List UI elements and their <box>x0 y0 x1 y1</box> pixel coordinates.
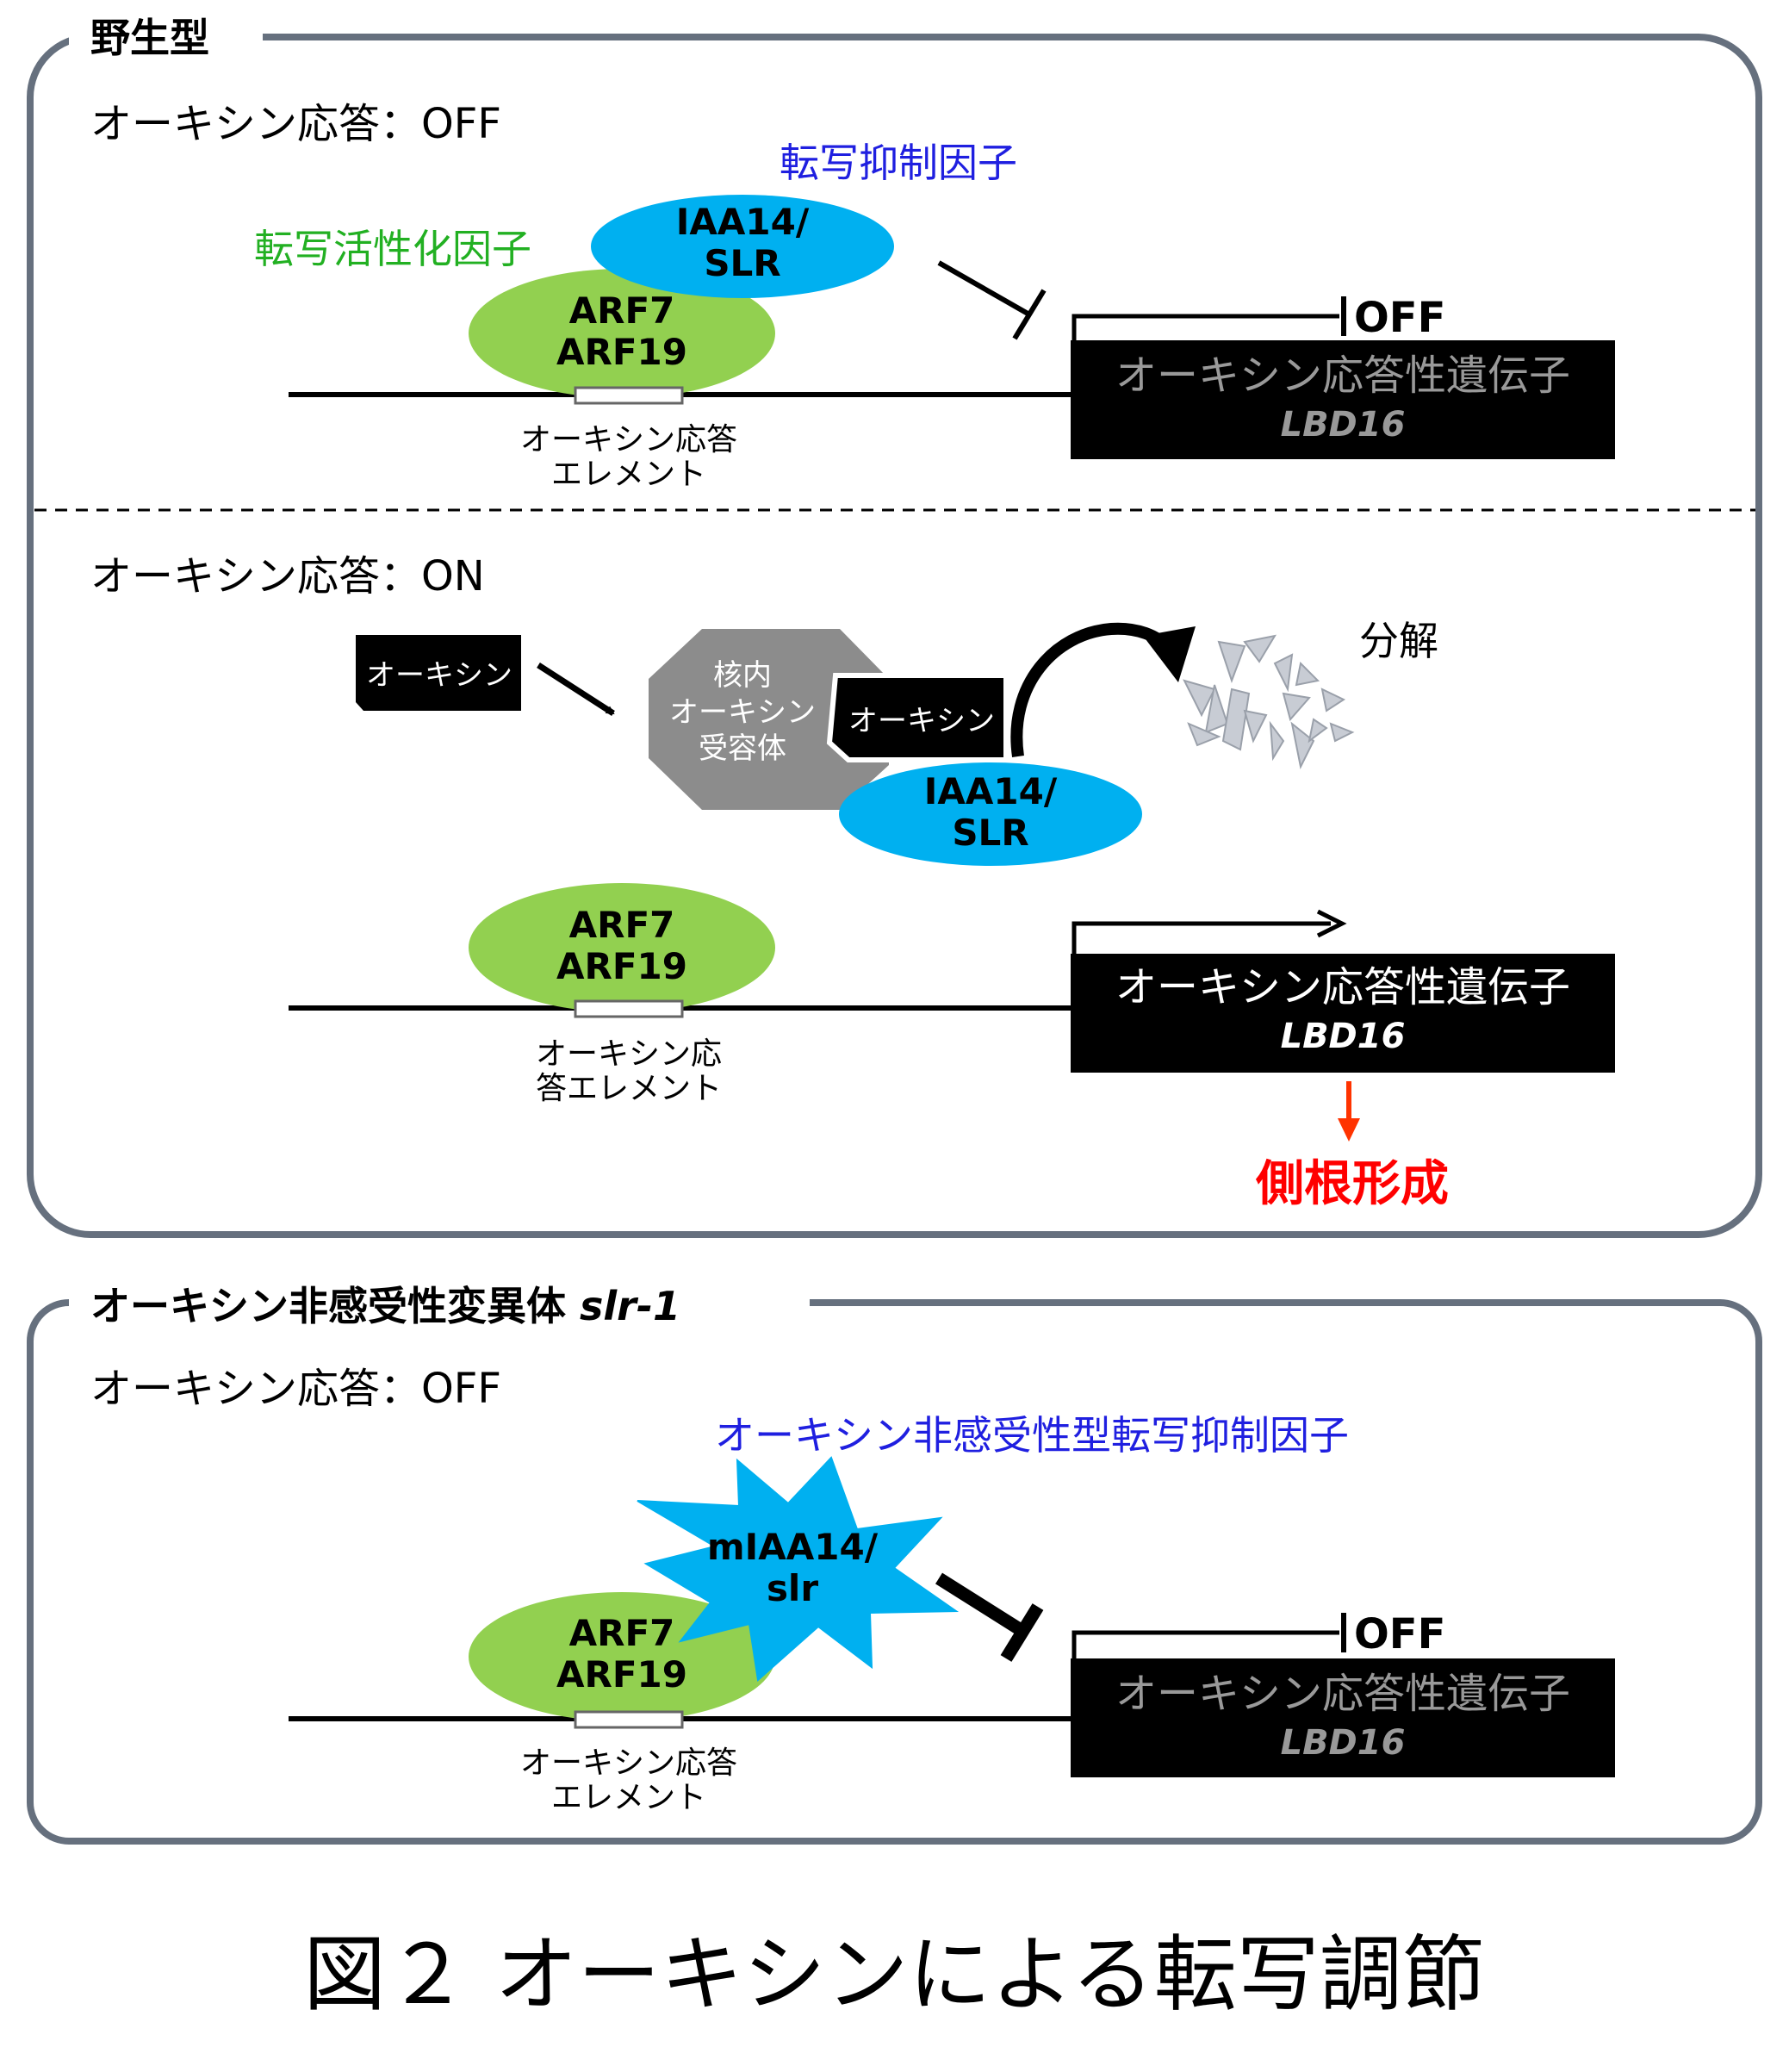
fragments <box>1183 634 1355 770</box>
iaa14-on-label-1: IAA14/ <box>924 770 1058 812</box>
mutant-promoter-off-label: OFF <box>1354 1610 1445 1658</box>
response-element-on <box>574 999 684 1018</box>
off-status-label: オーキシン応答：OFF <box>90 100 501 148</box>
nuclear-receptor <box>649 629 889 810</box>
mutant-element-caption-1: オーキシン応答 <box>520 1745 737 1781</box>
mutant-promoter-line <box>1072 1630 1339 1658</box>
mutant-gene-box <box>1071 1658 1615 1777</box>
mutant-panel-border <box>27 1299 1762 1845</box>
receptor-label-1: 核内 <box>713 658 772 693</box>
mutant-gene-name: オーキシン応答性遺伝子 <box>1115 1670 1570 1718</box>
promoter-off-label: OFF <box>1354 294 1445 342</box>
mutant-element-caption-2: エレメント <box>551 1780 706 1815</box>
promoter-line <box>1072 314 1339 340</box>
degradation-arrowhead <box>1143 626 1196 682</box>
response-element <box>574 386 684 405</box>
element-caption-1: オーキシン応答 <box>520 422 737 457</box>
gene-id: LBD16 <box>1281 405 1406 445</box>
mutant-panel: オーキシン非感受性変異体 slr-1 オーキシン応答：OFF オーキシン非感受性… <box>27 1273 1762 1845</box>
arf-on-label-1: ARF7 <box>569 904 675 946</box>
mutant-arf-label-2: ARF19 <box>556 1653 687 1696</box>
mutant-repressor-label-2: slr <box>767 1567 818 1609</box>
degradation-label: 分解 <box>1359 618 1438 664</box>
arf-activator <box>469 269 775 398</box>
wildtype-panel-border <box>27 34 1762 1238</box>
receptor-label-3: 受容体 <box>699 731 786 766</box>
mutant-arf-label-1: ARF7 <box>569 1612 675 1654</box>
arf-label-2: ARF19 <box>556 331 687 373</box>
degradation-arrow <box>1010 622 1172 757</box>
inhibition-bar <box>1012 289 1047 340</box>
outcome-label: 側根形成 <box>1255 1156 1449 1212</box>
mutant-title-gap <box>69 1273 810 1334</box>
iaa14-repressor <box>591 195 894 298</box>
iaa14-label-2: SLR <box>704 242 780 284</box>
mutant-inhibition-bar <box>1000 1603 1044 1662</box>
mutant-repressor-label-1: mIAA14/ <box>707 1526 879 1568</box>
mutant-inhibition-line <box>935 1572 1028 1639</box>
mutant-repressor-star <box>637 1456 960 1682</box>
on-status-label: オーキシン応答：ON <box>90 552 485 600</box>
element-caption-2: エレメント <box>551 457 706 492</box>
gene-box-on <box>1071 954 1615 1073</box>
bound-auxin-tag <box>826 673 1009 762</box>
repressor-caption: 転写抑制因子 <box>780 140 1017 186</box>
arf-label-1: ARF7 <box>569 289 675 332</box>
promoter-arrowhead <box>1316 909 1347 938</box>
element-on-caption-2: 答エレメント <box>536 1071 722 1106</box>
title-gap <box>69 9 263 69</box>
figure-caption: 図２ オーキシンによる転写調節 <box>303 1926 1485 2023</box>
activator-caption: 転写活性化因子 <box>254 226 531 272</box>
arf-on-label-2: ARF19 <box>556 945 687 987</box>
iaa14-on-label-2: SLR <box>952 812 1028 854</box>
auxin-arrow <box>537 663 615 716</box>
promoter-arrow-line <box>1072 921 1331 954</box>
receptor-label-2: オーキシン <box>669 695 816 730</box>
auxin-tag-label: オーキシン <box>366 658 512 693</box>
inhibition-line <box>937 260 1031 317</box>
mutant-status-label: オーキシン応答：OFF <box>90 1365 501 1413</box>
gene-id-on: LBD16 <box>1281 1017 1406 1056</box>
outcome-arrowhead <box>1338 1118 1360 1142</box>
iaa14-label-1: IAA14/ <box>676 201 810 243</box>
arf-activator-on <box>469 883 775 1012</box>
mutant-gene-id: LBD16 <box>1281 1723 1406 1763</box>
gene-name: オーキシン応答性遺伝子 <box>1115 352 1570 400</box>
wildtype-panel: 野生型 オーキシン応答：OFF 転写抑制因子 転写活性化因子 ARF7 ARF1… <box>27 9 1762 1238</box>
gene-name-on: オーキシン応答性遺伝子 <box>1115 963 1570 1011</box>
mutant-response-element <box>574 1710 684 1729</box>
bound-auxin-label: オーキシン <box>848 704 995 738</box>
mutant-repressor-caption: オーキシン非感受性型転写抑制因子 <box>715 1412 1349 1459</box>
gene-box <box>1071 340 1615 459</box>
mutant-title: オーキシン非感受性変異体 slr-1 <box>90 1283 680 1329</box>
auxin-tag <box>356 635 521 711</box>
wildtype-title: 野生型 <box>90 15 209 61</box>
iaa14-repressor-on <box>839 762 1142 866</box>
element-on-caption-1: オーキシン応 <box>536 1036 722 1072</box>
